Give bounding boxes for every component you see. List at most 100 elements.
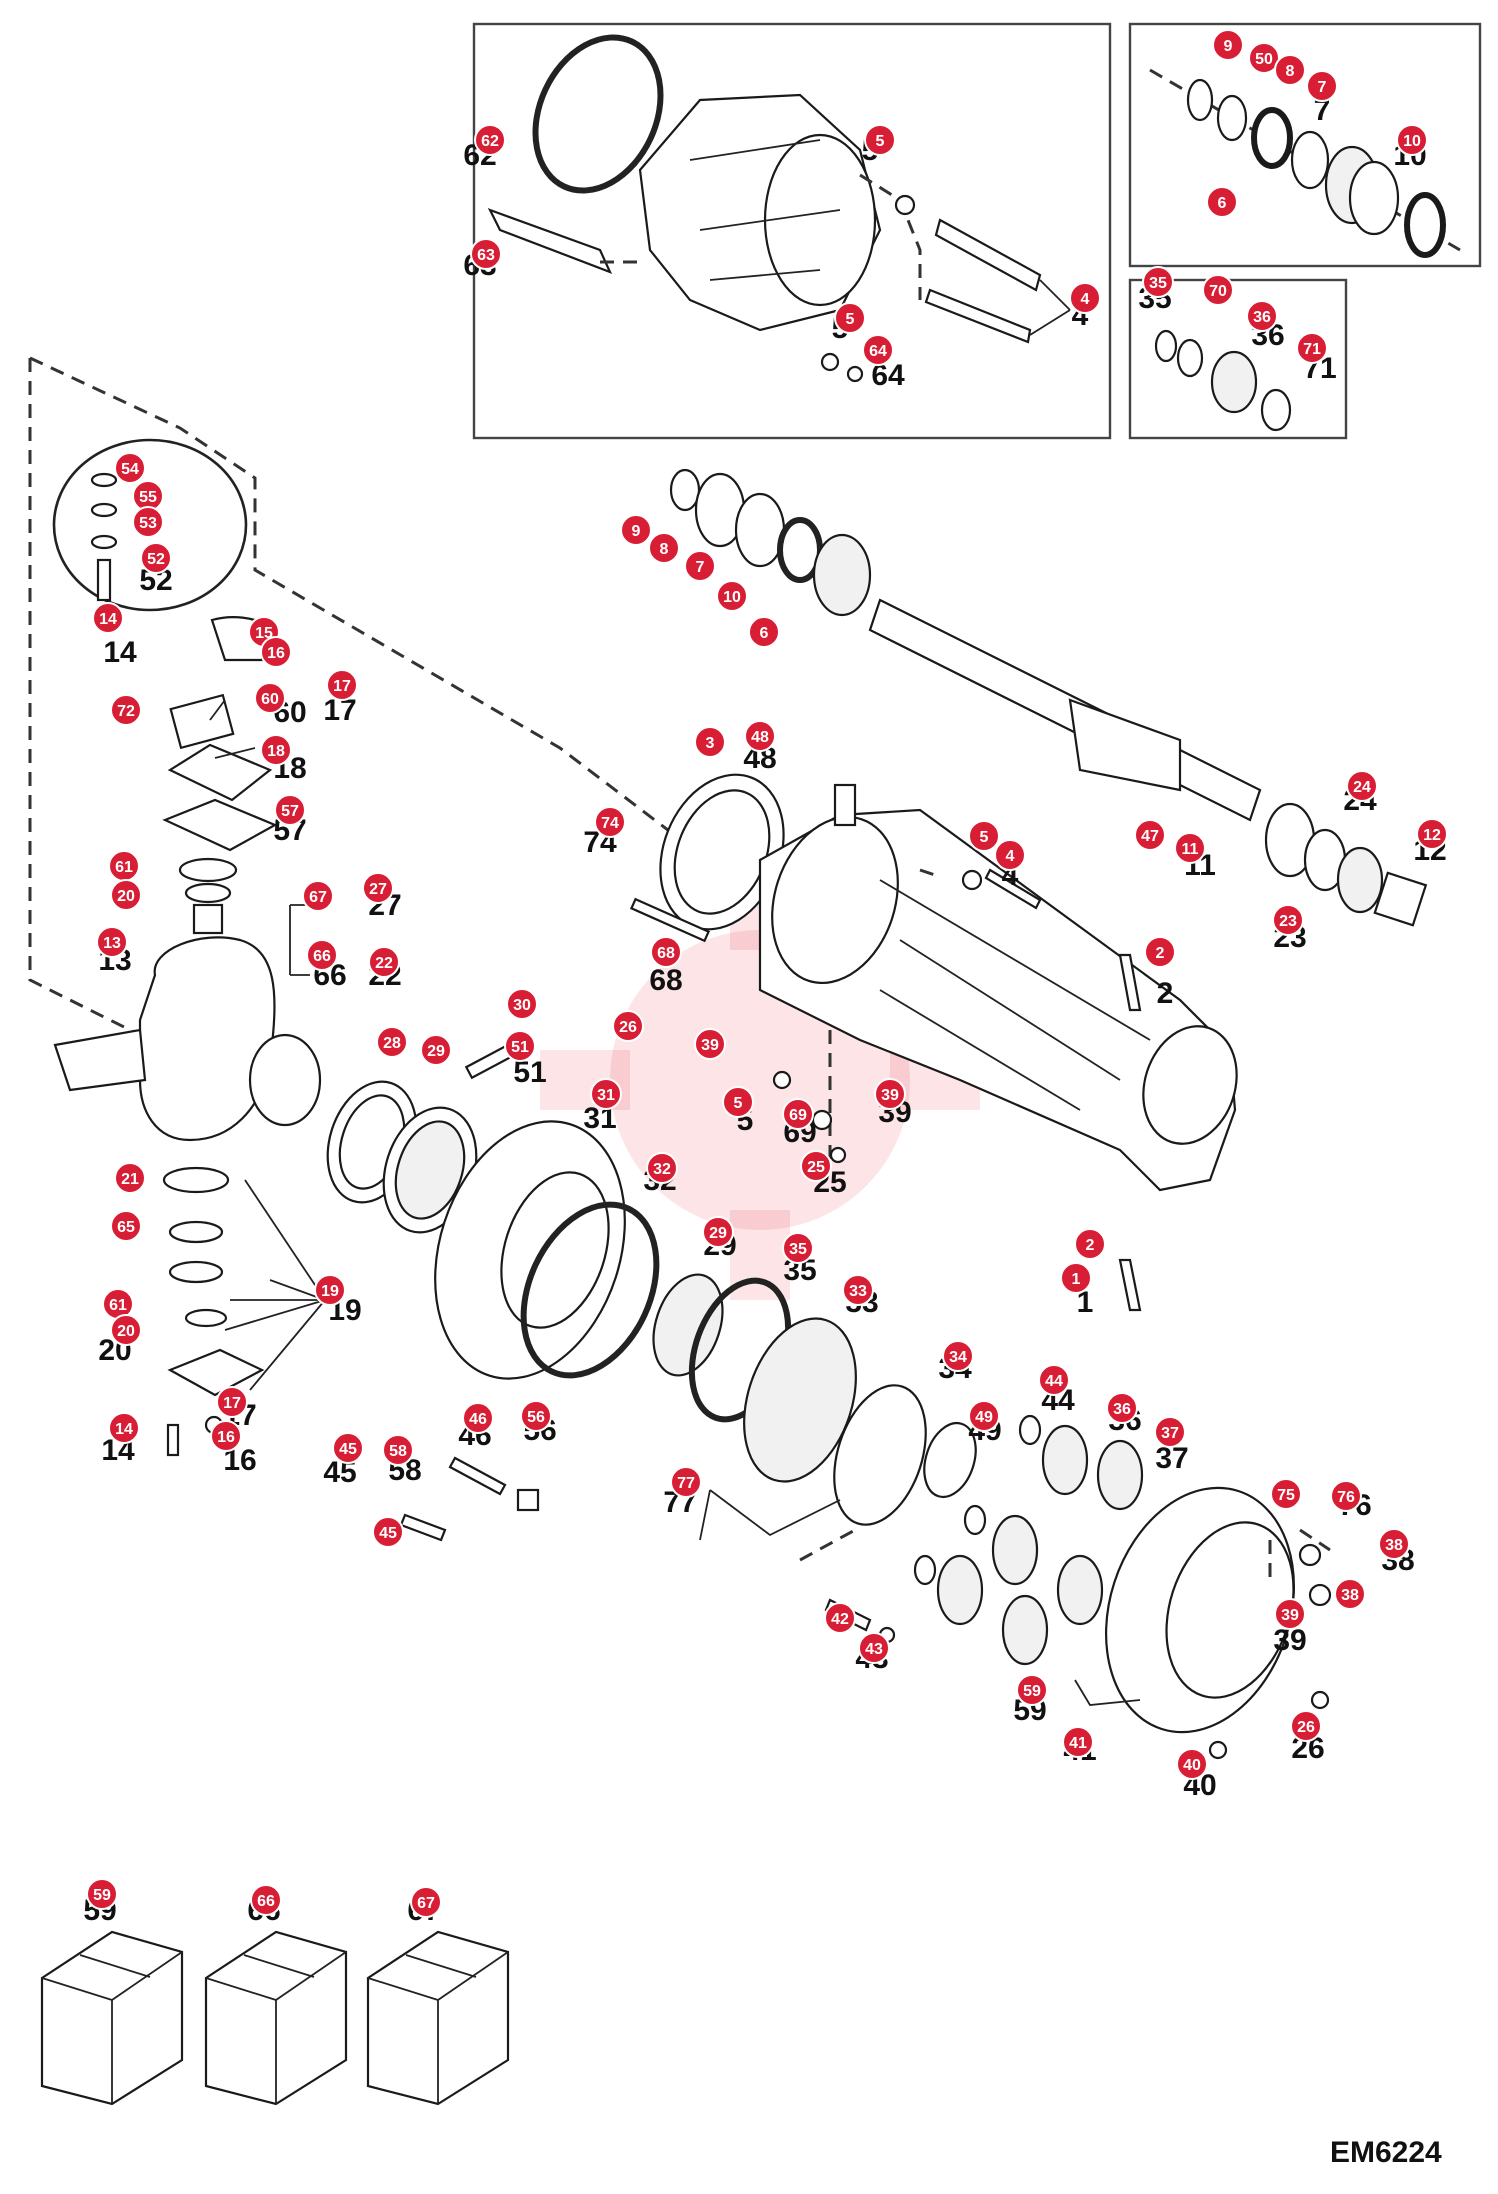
svg-text:14: 14 — [115, 1421, 133, 1438]
housing-inset-drawing — [487, 34, 1071, 383]
svg-text:16: 16 — [267, 645, 285, 662]
kit-box-66 — [204, 1930, 348, 2106]
svg-text:28: 28 — [383, 1035, 401, 1052]
svg-text:66: 66 — [257, 1893, 275, 1910]
svg-text:37: 37 — [1161, 1425, 1179, 1442]
svg-text:6: 6 — [1218, 195, 1227, 212]
svg-text:67: 67 — [417, 1895, 435, 1912]
callout-24: 24 — [1346, 770, 1378, 802]
svg-text:5: 5 — [846, 311, 855, 328]
callout-50: 50 — [1248, 42, 1280, 74]
callout-59: 59 — [1016, 1674, 1048, 1706]
svg-text:20: 20 — [117, 888, 135, 905]
svg-text:49: 49 — [975, 1409, 993, 1426]
callout-45: 45 — [332, 1432, 364, 1464]
svg-text:19: 19 — [321, 1283, 339, 1300]
svg-text:39: 39 — [881, 1087, 899, 1104]
callout-75: 75 — [1270, 1478, 1302, 1510]
bolts-drawing — [399, 1456, 540, 1542]
callout-57: 57 — [274, 794, 306, 826]
callout-38: 38 — [1334, 1578, 1366, 1610]
hub-bearings-drawing — [326, 1032, 977, 1541]
callout-56: 56 — [520, 1400, 552, 1432]
svg-text:11: 11 — [1182, 841, 1199, 858]
seal-kit-drawing — [1149, 68, 1461, 258]
callout-26: 26 — [612, 1010, 644, 1042]
steering-knuckle-drawing — [53, 616, 326, 1457]
callout-49: 49 — [968, 1400, 1000, 1432]
callout-8: 8 — [1274, 54, 1306, 86]
svg-text:68: 68 — [657, 945, 675, 962]
svg-text:34: 34 — [949, 1349, 967, 1366]
callout-13: 13 — [96, 926, 128, 958]
svg-text:42: 42 — [831, 1611, 849, 1628]
svg-text:5: 5 — [980, 829, 989, 846]
svg-text:66: 66 — [313, 948, 331, 965]
callout-2: 2 — [1144, 936, 1176, 968]
callout-36: 36 — [1246, 300, 1278, 332]
callout-29: 29 — [702, 1216, 734, 1248]
kingpin-detail-drawing — [52, 438, 248, 612]
svg-text:39: 39 — [1281, 1607, 1299, 1624]
callout-41: 41 — [1062, 1726, 1094, 1758]
svg-text:77: 77 — [677, 1475, 695, 1492]
steering-group-outline — [28, 356, 761, 1042]
callout-5: 5 — [968, 820, 1000, 852]
svg-text:71: 71 — [1303, 341, 1321, 358]
callout-47: 47 — [1134, 819, 1166, 851]
kit-boxes — [40, 1930, 510, 2106]
svg-text:59: 59 — [93, 1887, 111, 1904]
svg-text:16: 16 — [217, 1429, 235, 1446]
callout-22: 22 — [368, 946, 400, 978]
callout-6: 6 — [1206, 186, 1238, 218]
callout-10: 10 — [1396, 124, 1428, 156]
svg-text:1: 1 — [1072, 1271, 1081, 1288]
svg-text:63: 63 — [477, 247, 495, 264]
svg-text:24: 24 — [1353, 779, 1371, 796]
svg-text:51: 51 — [511, 1039, 529, 1056]
callout-20: 20 — [110, 879, 142, 911]
svg-text:13: 13 — [103, 935, 121, 952]
callout-29: 29 — [420, 1034, 452, 1066]
callout-39: 39 — [874, 1078, 906, 1110]
svg-text:65: 65 — [117, 1219, 135, 1236]
svg-text:36: 36 — [1253, 309, 1271, 326]
svg-text:7: 7 — [1318, 79, 1327, 96]
callout-layer: 6766594026415943393876775845564637364944… — [83, 29, 1448, 1927]
svg-text:50: 50 — [1255, 51, 1273, 68]
svg-text:9: 9 — [632, 523, 641, 540]
callout-7: 7 — [684, 550, 716, 582]
callout-51: 51 — [504, 1030, 536, 1062]
svg-text:76: 76 — [1337, 1489, 1355, 1506]
svg-text:75: 75 — [1277, 1487, 1295, 1504]
drive-shaft-drawing — [669, 468, 1428, 927]
svg-text:8: 8 — [1286, 63, 1295, 80]
callout-35: 35 — [1142, 266, 1174, 298]
svg-text:29: 29 — [709, 1225, 727, 1242]
svg-text:17: 17 — [333, 678, 351, 695]
callout-28: 28 — [376, 1026, 408, 1058]
callout-67: 67 — [302, 880, 334, 912]
svg-text:74: 74 — [601, 815, 619, 832]
svg-text:43: 43 — [865, 1641, 883, 1658]
svg-text:18: 18 — [267, 743, 285, 760]
callout-48: 48 — [744, 720, 776, 752]
kit-box-67 — [366, 1930, 510, 2106]
callout-5: 5 — [722, 1086, 754, 1118]
callout-68: 68 — [650, 936, 682, 968]
svg-text:55: 55 — [139, 489, 157, 506]
svg-text:56: 56 — [527, 1409, 545, 1426]
callout-27: 27 — [362, 872, 394, 904]
svg-text:60: 60 — [261, 691, 279, 708]
callout-55: 55 — [132, 480, 164, 512]
svg-text:20: 20 — [117, 1323, 135, 1340]
svg-text:12: 12 — [1423, 827, 1441, 844]
callout-59: 59 — [86, 1878, 118, 1910]
callout-39: 39 — [1274, 1598, 1306, 1630]
svg-text:61: 61 — [109, 1297, 127, 1314]
svg-text:21: 21 — [121, 1171, 139, 1188]
svg-text:46: 46 — [469, 1411, 487, 1428]
svg-text:4: 4 — [1081, 291, 1090, 308]
callout-37: 37 — [1154, 1416, 1186, 1448]
svg-text:30: 30 — [513, 997, 531, 1014]
